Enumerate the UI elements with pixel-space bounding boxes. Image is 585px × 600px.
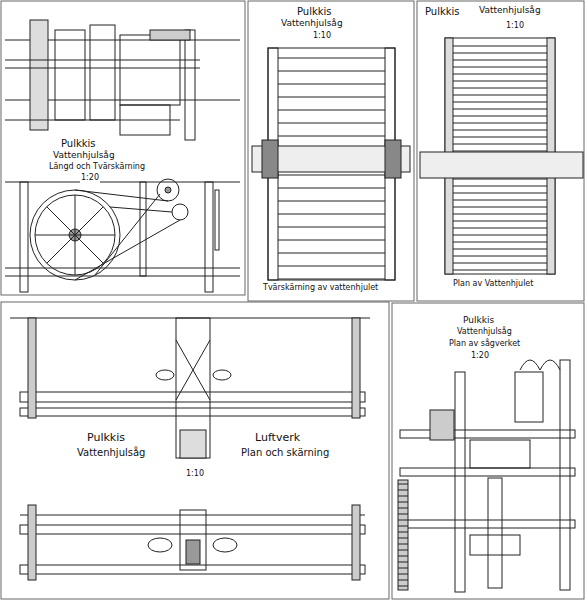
drawing-label: Pulkkis: [60, 138, 97, 149]
drawing-label: 1:10: [185, 470, 205, 479]
drawing-label: Vattenhjulsåg: [478, 6, 542, 16]
drawing-label: 1:20: [80, 174, 100, 183]
drawing-label: Längd och Tvärskärning: [48, 163, 146, 172]
drawing-label: Plan och skärning: [240, 447, 330, 458]
saw-side-view: [5, 179, 240, 292]
drawing-label: Vattenhjulsåg: [52, 151, 116, 161]
water-wheel-plan: [420, 38, 583, 274]
drawing-label: 1:10: [505, 22, 525, 31]
drawing-label: Pulkkis: [296, 6, 333, 17]
saw-plan: [398, 360, 575, 592]
water-wheel-section: [252, 48, 410, 280]
drawing-label: Vattenhjulsåg: [456, 328, 513, 337]
air-works: [10, 318, 370, 580]
drawing-label: Tvärskärning av vattenhjulet: [262, 284, 379, 293]
drawing-label: Vattenhjulsåg: [280, 19, 344, 29]
drawing-label: Plan av Vattenhjulet: [452, 280, 534, 289]
saw-elevation: [5, 20, 240, 140]
drawing-label: Luftverk: [254, 432, 301, 444]
drawing-label: Pulkkis: [424, 6, 461, 17]
drawing-label: Pulkkis: [86, 432, 126, 444]
drawing-label: 1:20: [470, 352, 490, 361]
drawing-label: Vattenhjulsåg: [76, 447, 146, 458]
drawing-label: 1:10: [312, 32, 332, 41]
drawing-label: Plan av sågverket: [448, 340, 521, 349]
drawing-label: Pulkkis: [462, 316, 495, 326]
